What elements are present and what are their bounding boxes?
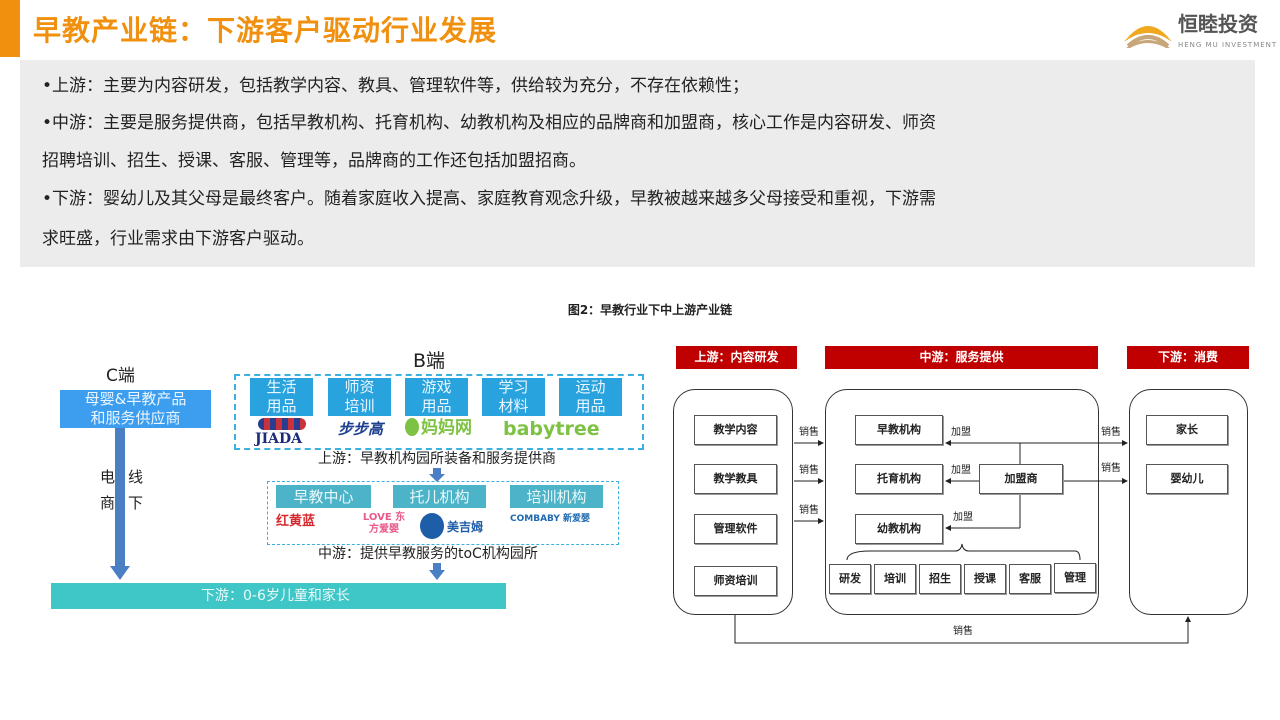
upstream-box: 游戏用品 (405, 378, 468, 416)
combaby-logo: COMBABY 新爱婴 (510, 514, 591, 524)
c-box-line: 和服务供应商 (90, 409, 181, 427)
upstream-item: 管理软件 (694, 514, 777, 544)
brand-name: 恒睦投资 (1178, 12, 1258, 36)
box-line: 用品 (575, 397, 606, 415)
function-item: 授课 (964, 564, 1006, 594)
header-upstream: 上游：内容研发 (676, 346, 797, 369)
join-label: 加盟 (951, 427, 971, 438)
c-box-line: 母婴&早教产品 (84, 390, 187, 408)
downstream-item: 婴幼儿 (1146, 464, 1228, 494)
box-line: 游戏 (421, 378, 452, 396)
upstream-box: 生活用品 (250, 378, 313, 416)
midstream-item: 早教机构 (855, 415, 943, 445)
brand-subtitle: HENG MU INVESTMENT (1178, 41, 1278, 49)
mid-box: 托儿机构 (393, 485, 486, 508)
jiada-emblem-icon (258, 418, 306, 430)
c-arrow-text: 线 (128, 468, 144, 486)
midstream-item: 幼教机构 (855, 514, 943, 544)
mamawang-icon (405, 418, 419, 436)
brand-logo-icon (1124, 26, 1172, 48)
down-arrow-icon (429, 474, 445, 482)
function-item: 管理 (1054, 563, 1096, 593)
babytree-logo: babytree (503, 418, 600, 440)
midstream-group (825, 389, 1099, 615)
sale-label: 销售 (953, 626, 973, 637)
c-arrow-text: 电 (100, 468, 116, 486)
midstream-dashed-group (267, 481, 619, 545)
upstream-box: 运动用品 (559, 378, 622, 416)
arrow-shaft (433, 563, 441, 571)
downstream-item: 家长 (1146, 415, 1228, 445)
midstream-caption: 中游：提供早教服务的toC机构园所 (318, 546, 538, 562)
box-line: 师资 (344, 378, 375, 396)
c-arrow-head-icon (110, 566, 130, 580)
b-end-label: B端 (413, 350, 446, 372)
sale-label: 销售 (1101, 463, 1121, 474)
summary-line: •上游：主要为内容研发，包括教学内容、教具、管理软件等，供给较为充分，不存在依赖… (42, 76, 750, 96)
summary-line: 招聘培训、招生、授课、客服、管理等，品牌商的工作还包括加盟招商。 (42, 151, 586, 171)
bubugao-logo: 步步高 (338, 420, 384, 438)
mamawang-logo: 妈妈网 (421, 418, 472, 438)
sale-label: 销售 (799, 505, 819, 516)
join-label: 加盟 (951, 465, 971, 476)
summary-line: •下游：婴幼儿及其父母是最终客户。随着家庭收入提高、家庭教育观念升级，早教被越来… (42, 189, 937, 209)
summary-block: •上游：主要为内容研发，包括教学内容、教具、管理软件等，供给较为充分，不存在依赖… (20, 60, 1255, 267)
box-line: 用品 (266, 397, 297, 415)
c-arrow-text: 下 (128, 494, 144, 512)
function-item: 招生 (919, 564, 961, 594)
downstream-group (1129, 389, 1248, 615)
arrow-shaft (433, 468, 441, 475)
box-line: 材料 (498, 397, 529, 415)
c-arrow-shaft (115, 428, 125, 568)
down-arrow-icon (429, 570, 445, 580)
box-line: 运动 (575, 378, 606, 396)
box-line: 培训 (344, 397, 375, 415)
summary-line: 求旺盛，行业需求由下游客户驱动。 (42, 229, 314, 249)
upstream-group (673, 389, 793, 615)
upstream-dashed-group (234, 374, 644, 450)
upstream-caption: 上游：早教机构园所装备和服务提供商 (318, 451, 556, 467)
function-item: 研发 (829, 564, 871, 594)
upstream-box: 学习材料 (482, 378, 545, 416)
box-line: 学习 (498, 378, 529, 396)
love-logo: LOVE 东方爱婴 (362, 512, 406, 535)
summary-line: •中游：主要是服务提供商，包括早教机构、托育机构、幼教机构及相应的品牌商和加盟商… (42, 113, 937, 133)
upstream-item: 教学内容 (694, 415, 777, 445)
header-midstream: 中游：服务提供 (825, 346, 1098, 369)
upstream-item: 师资培训 (694, 566, 777, 596)
jiada-logo: JIADA (255, 431, 303, 447)
mid-box: 培训机构 (510, 485, 603, 508)
join-label: 加盟 (953, 512, 973, 523)
title-accent-bar (0, 0, 20, 57)
c-end-label: C端 (106, 366, 135, 386)
function-item: 客服 (1009, 564, 1051, 594)
upstream-box: 师资培训 (328, 378, 391, 416)
box-line: 生活 (266, 378, 297, 396)
sale-label: 销售 (1101, 427, 1121, 438)
franchisor-box: 加盟商 (979, 464, 1063, 494)
c-supplier-box: 母婴&早教产品 和服务供应商 (60, 390, 211, 428)
midstream-item: 托育机构 (855, 464, 943, 494)
hhl-logo: 红黄蓝 (276, 514, 316, 529)
sale-label: 销售 (799, 427, 819, 438)
c-arrow-text: 商 (100, 494, 116, 512)
downstream-bar: 下游：0-6岁儿童和家长 (51, 583, 506, 609)
mid-box: 早教中心 (276, 485, 371, 508)
page-title: 早教产业链：下游客户驱动行业发展 (33, 14, 498, 47)
sale-label: 销售 (799, 465, 819, 476)
box-line: 用品 (421, 397, 452, 415)
upstream-item: 教学教具 (694, 464, 777, 494)
figure-caption: 图2：早教行业下中上游产业链 (567, 303, 733, 317)
mygym-icon (420, 513, 444, 539)
mygym-logo: 美吉姆 (447, 520, 484, 534)
header-downstream: 下游：消费 (1127, 346, 1249, 369)
function-item: 培训 (874, 564, 916, 594)
